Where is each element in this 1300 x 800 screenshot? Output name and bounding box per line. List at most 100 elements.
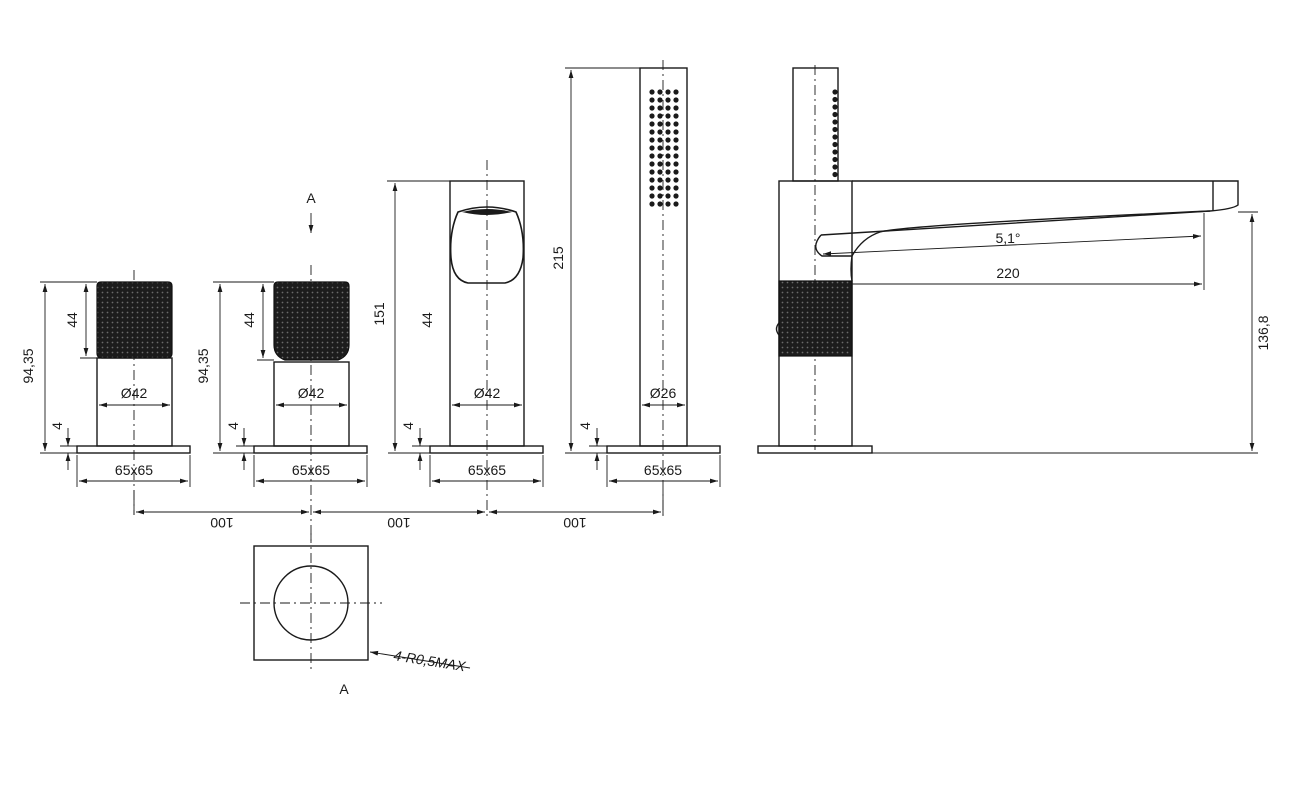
nozzle-dot [832, 96, 838, 103]
nozzle-dot [673, 153, 679, 159]
nozzle-dot [832, 156, 838, 163]
nozzle-dot [657, 89, 663, 95]
nozzle-dot [665, 97, 671, 103]
dim-diameter: Ø42 [121, 385, 148, 401]
mixer-knob-view-1: 94,35 44 Ø42 4 65x65 [20, 270, 191, 515]
nozzle-dot [665, 185, 671, 191]
nozzle-dot [673, 113, 679, 119]
top-view-a: 4-R0,5MAX A [240, 533, 471, 697]
dim-angle: 5,1° [995, 230, 1020, 246]
nozzle-dot [832, 164, 838, 170]
nozzle-dot [673, 105, 679, 111]
knob-body [273, 361, 350, 447]
knurled-handle [273, 281, 350, 361]
base-plate [253, 445, 368, 454]
nozzle-dot [657, 105, 663, 111]
base-plate [76, 445, 191, 454]
nozzle-dot [832, 171, 838, 178]
dim-base-size: 65x65 [292, 462, 330, 478]
spout-view: 151 44 Ø42 4 65x65 [371, 160, 544, 520]
dim-spacing-2: 100 [387, 515, 411, 531]
shower-handle [639, 67, 688, 447]
nozzle-dot [649, 89, 655, 95]
nozzle-dot [657, 113, 663, 119]
nozzle-dot [673, 89, 679, 95]
dim-total-height: 151 [371, 302, 387, 326]
dim-base-size: 65x65 [115, 462, 153, 478]
nozzle-dot [673, 161, 679, 167]
dim-diameter: Ø42 [474, 385, 501, 401]
nozzle-dot [649, 97, 655, 103]
nozzle-dot [649, 153, 655, 159]
dim-base-size: 65x65 [644, 462, 682, 478]
nozzle-dot [649, 161, 655, 167]
view-label-a-bottom: A [339, 681, 349, 697]
nozzle-dot [673, 193, 679, 199]
nozzle-dot [649, 121, 655, 127]
nozzle-dot [649, 113, 655, 119]
angle-arc [822, 233, 1202, 257]
mixer-knob-view-2: A 94,35 44 Ø42 4 65x65 [195, 190, 368, 545]
nozzle-dot [673, 145, 679, 151]
nozzle-dot [673, 97, 679, 103]
knob-body [96, 357, 173, 447]
nozzle-dot [665, 169, 671, 175]
nozzle-dot [665, 129, 671, 135]
dim-spacing-3: 100 [563, 515, 587, 531]
nozzle-dot [673, 185, 679, 191]
nozzle-dot [673, 201, 679, 207]
nozzle-dot [649, 145, 655, 151]
nozzle-dot [832, 126, 838, 133]
side-elevation-view: 5,1° 220 136,8 [757, 65, 1271, 454]
nozzle-dot [657, 97, 663, 103]
nozzle-dot [665, 145, 671, 151]
nozzle-dot [832, 119, 838, 125]
shower-nozzles [649, 89, 679, 207]
dim-spout-height: 136,8 [1255, 315, 1271, 350]
nozzle-dot [673, 177, 679, 183]
nozzle-dot [832, 111, 838, 118]
nozzle-dot [665, 121, 671, 127]
nozzle-dot [665, 137, 671, 143]
spout-lever [449, 206, 525, 284]
nozzle-dot [665, 193, 671, 199]
nozzle-dot [657, 201, 663, 207]
spout-neck [850, 255, 853, 282]
nozzle-dot [665, 201, 671, 207]
nozzle-dot [649, 177, 655, 183]
nozzle-dot [665, 153, 671, 159]
dim-base-size: 65x65 [468, 462, 506, 478]
dim-spacing-1: 100 [210, 515, 234, 531]
nozzle-dot [657, 129, 663, 135]
nozzle-dot [673, 121, 679, 127]
dim-diameter: Ø26 [650, 385, 677, 401]
dim-knob-height: 44 [241, 312, 257, 328]
dim-base-thickness: 4 [225, 422, 241, 430]
shower-handle-side [792, 67, 839, 182]
nozzle-dot [665, 161, 671, 167]
dim-total-height: 94,35 [195, 348, 211, 383]
nozzle-dot [657, 161, 663, 167]
dim-base-thickness: 4 [577, 422, 593, 430]
lever-top [462, 209, 512, 215]
nozzle-dot [649, 137, 655, 143]
knurled-handle [96, 281, 173, 359]
nozzle-dot [649, 169, 655, 175]
nozzle-dot [657, 185, 663, 191]
dim-diameter: Ø42 [298, 385, 325, 401]
leader-line [369, 650, 471, 669]
spacing-dimensions: 100 100 100 [133, 490, 664, 531]
nozzle-dot [649, 185, 655, 191]
spout-lower [815, 210, 1211, 257]
nozzle-dot [649, 105, 655, 111]
nozzle-dot [673, 137, 679, 143]
dim-knob-height: 44 [64, 312, 80, 328]
nozzle-dot [832, 149, 838, 155]
nozzle-dot [665, 113, 671, 119]
nozzle-dot [673, 169, 679, 175]
dim-total-height: 94,35 [20, 348, 36, 383]
dim-total-height: 215 [550, 246, 566, 270]
nozzle-dot [665, 177, 671, 183]
